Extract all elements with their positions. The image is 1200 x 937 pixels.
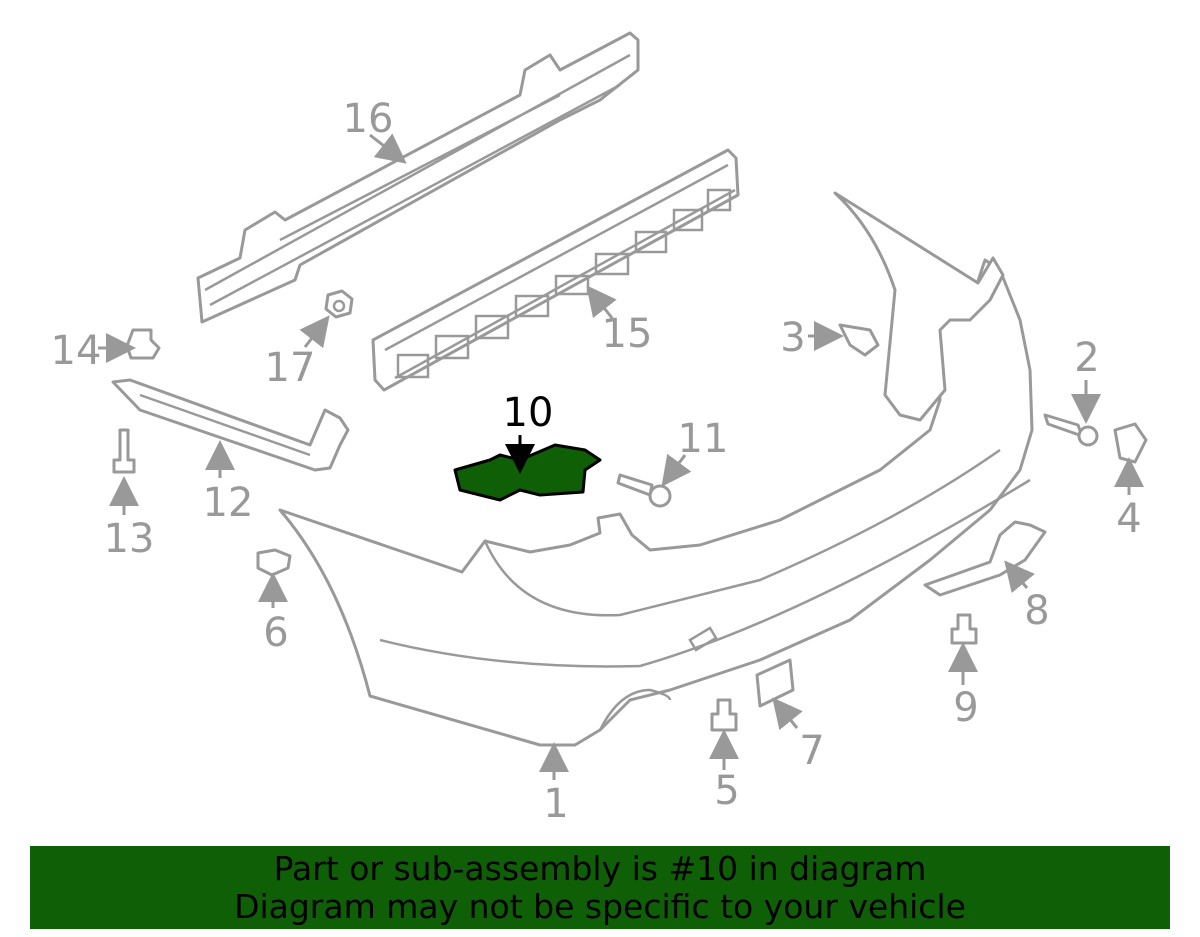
part-5-clip[interactable] [710,698,738,732]
callout-8[interactable]: 8 [1024,588,1049,634]
banner-line-1: Part or sub-assembly is #10 in diagram [273,849,927,888]
callout-arrows [98,133,1144,780]
callout-6[interactable]: 6 [263,610,288,656]
part-9-clip[interactable] [950,613,978,645]
part-6-clip[interactable] [256,548,292,577]
part-3-plug[interactable] [838,323,880,357]
part-1-bumper-cover[interactable] [278,191,1034,747]
callout-3[interactable]: 3 [780,315,805,361]
part-14-clip[interactable] [125,328,161,360]
callout-4[interactable]: 4 [1116,496,1141,542]
callout-16[interactable]: 16 [343,96,394,142]
part-11-bolt[interactable] [616,473,672,508]
callout-1[interactable]: 1 [543,781,568,827]
callout-13[interactable]: 13 [104,516,155,562]
callout-10[interactable]: 10 [503,390,554,436]
info-banner: Part or sub-assembly is #10 in diagram D… [30,846,1170,929]
callout-12[interactable]: 12 [203,480,254,526]
part-17-nut[interactable] [324,289,354,319]
callout-14[interactable]: 14 [51,328,102,374]
banner-line-2: Diagram may not be specific to your vehi… [234,887,966,926]
callout-17[interactable]: 17 [265,345,316,391]
callout-2[interactable]: 2 [1074,335,1099,381]
part-12-side-bracket[interactable] [111,378,350,472]
part-2-bolt[interactable] [1043,413,1099,447]
callout-7[interactable]: 7 [799,728,824,774]
part-10-bracket-highlighted[interactable] [453,443,602,502]
callout-9[interactable]: 9 [953,685,978,731]
callout-5[interactable]: 5 [714,768,739,814]
callout-15[interactable]: 15 [602,311,653,357]
part-4-clip[interactable] [1113,422,1148,464]
part-16-reinforcement-beam[interactable] [196,31,640,324]
part-7-cover[interactable] [755,658,795,708]
part-13-pin[interactable] [112,428,136,474]
parts-diagram: 16 15 3 2 14 17 10 11 4 12 13 6 8 9 7 5 … [51,31,1148,827]
part-8-bracket[interactable] [923,520,1047,597]
part-15-energy-absorber[interactable] [371,148,740,392]
callout-11[interactable]: 11 [678,416,729,462]
